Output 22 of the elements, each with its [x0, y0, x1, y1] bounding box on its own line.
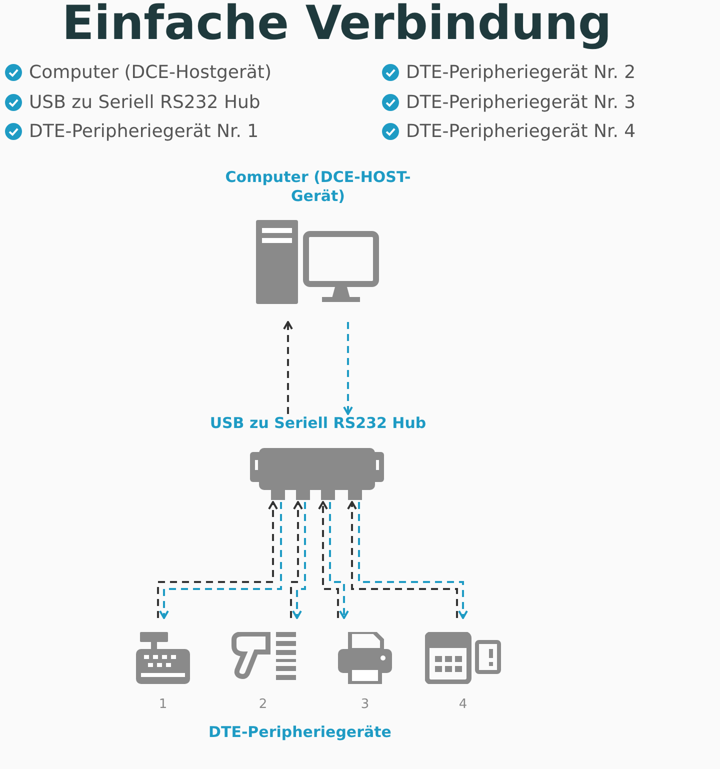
dashed-arrow — [347, 501, 458, 618]
device-number: 2 — [258, 696, 268, 714]
group-caption: DTE-Peripheriegeräte — [208, 723, 392, 741]
list-item: DTE-Peripheriegerät Nr. 3 — [406, 92, 636, 113]
list-item: DTE-Peripheriegerät Nr. 4 — [406, 121, 636, 142]
list-item: DTE-Peripheriegerät Nr. 1 — [29, 121, 259, 142]
dashed-arrow — [283, 321, 293, 414]
title: Einfache Verbindung — [62, 0, 612, 51]
list-item: Computer (DCE-Hostgerät) — [29, 62, 272, 83]
dashed-arrow — [343, 322, 353, 415]
list-item: DTE-Peripheriegerät Nr. 2 — [406, 62, 636, 83]
node-label: Computer (DCE-HOST-Gerät) — [224, 168, 412, 206]
dashed-arrow — [292, 502, 306, 619]
dashed-arrow — [329, 502, 349, 619]
list-item: USB zu Seriell RS232 Hub — [29, 92, 260, 113]
device-number: 1 — [158, 696, 168, 714]
dashed-arrow — [358, 502, 468, 619]
device-number: 4 — [458, 696, 468, 714]
dashed-arrow — [290, 501, 303, 618]
device-number: 3 — [360, 696, 370, 714]
node-label: USB zu Seriell RS232 Hub — [208, 414, 428, 433]
dashed-arrow — [318, 501, 339, 618]
